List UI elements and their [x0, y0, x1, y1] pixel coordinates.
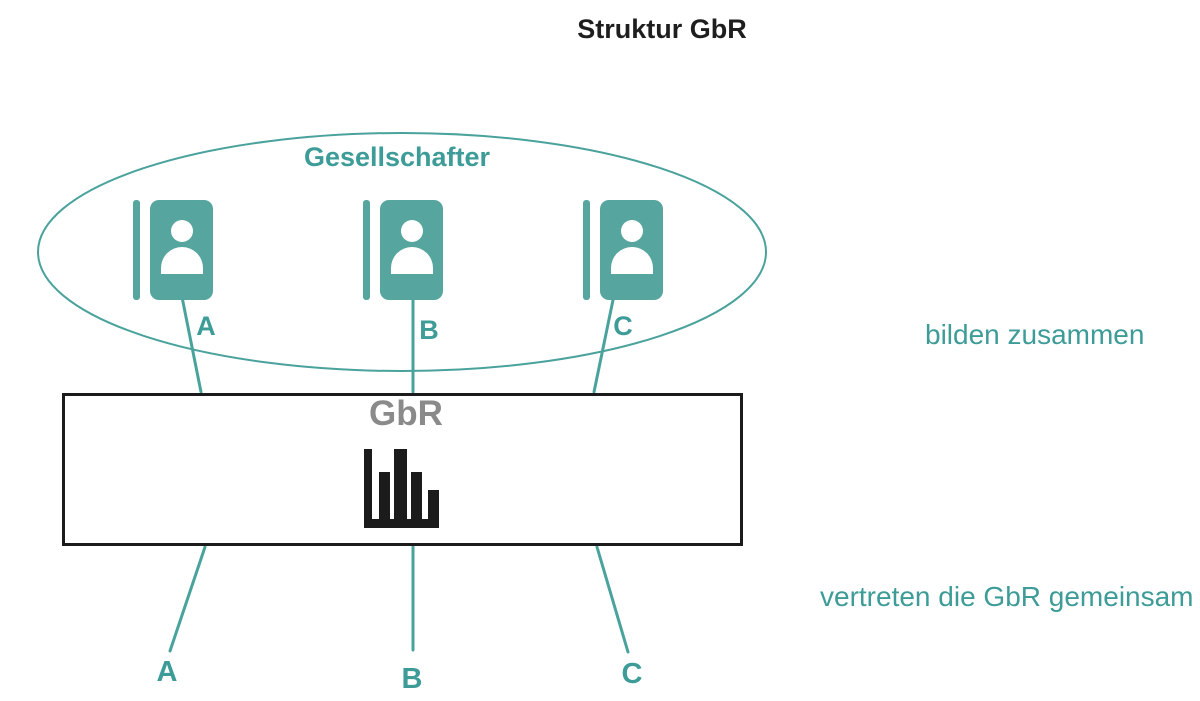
page-title: Struktur GbR: [577, 14, 747, 44]
bar-chart-glyph: [364, 449, 439, 528]
contact-card-spine: [583, 200, 590, 300]
connector-line-a-bottom: [168, 545, 207, 653]
bar-chart-icon: [364, 449, 439, 528]
group-label: Gesellschafter: [303, 142, 491, 172]
member-label-b: B: [419, 315, 439, 345]
annotation-form-together: bilden zusammen: [925, 319, 1145, 350]
person-head: [400, 220, 423, 242]
contact-card-spine: [133, 200, 140, 300]
person-head: [620, 220, 643, 242]
representative-label-a: A: [156, 656, 178, 688]
person-shoulders: [160, 247, 203, 274]
company-label: GbR: [369, 394, 443, 433]
person-shoulders: [390, 247, 433, 274]
person-shoulders: [610, 247, 653, 274]
contact-card-icon: [600, 200, 663, 300]
member-a: [133, 200, 213, 300]
member-b: [363, 200, 443, 300]
member-label-c: C: [613, 311, 633, 341]
contact-card-spine: [363, 200, 370, 300]
representative-label-b: B: [401, 663, 423, 695]
representative-label-c: C: [621, 658, 643, 690]
person-head: [170, 220, 193, 242]
member-label-a: A: [196, 311, 216, 341]
connector-line-c-bottom: [595, 545, 630, 654]
contact-card-icon: [150, 200, 213, 300]
annotation-represent: vertreten die GbR gemeinsam: [820, 581, 1194, 612]
member-c: [583, 200, 663, 300]
contact-card-icon: [380, 200, 443, 300]
connector-line-c-top: [592, 298, 615, 394]
